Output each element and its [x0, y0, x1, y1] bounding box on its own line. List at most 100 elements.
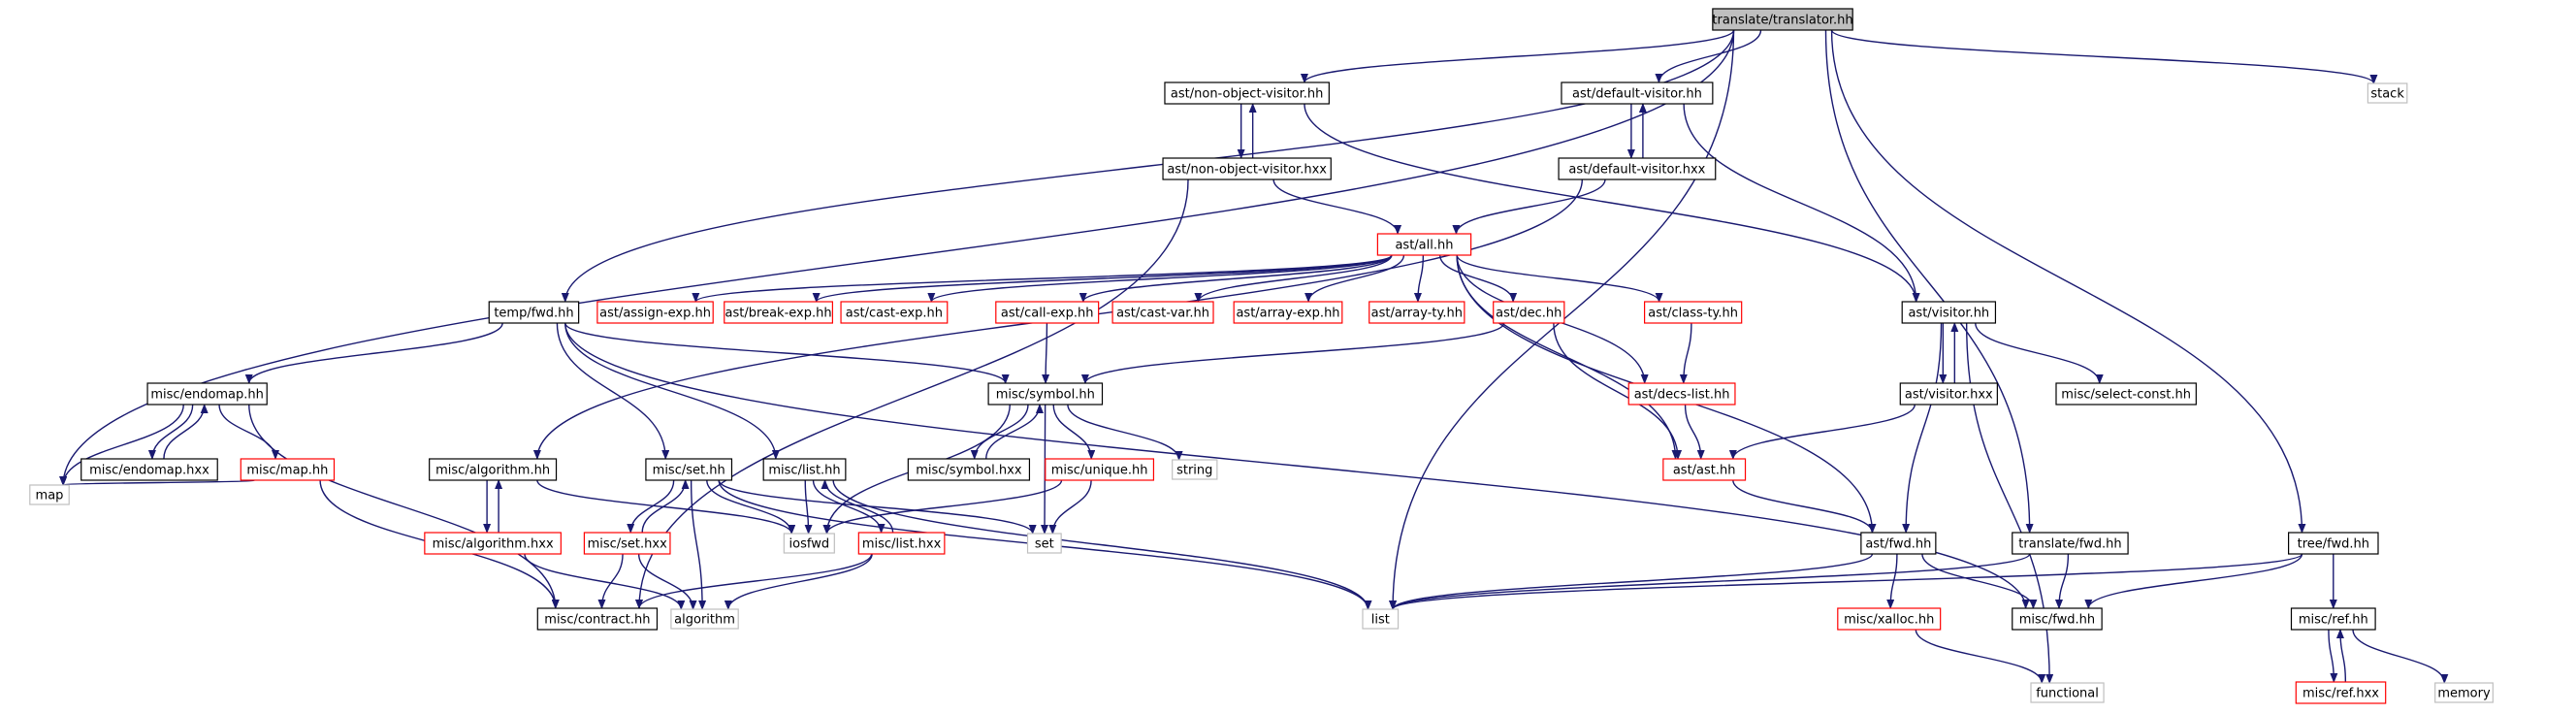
node-box [240, 458, 336, 481]
node-ast-fwd[interactable]: ast/fwd.hh [1860, 532, 1937, 555]
node-all-hh[interactable]: ast/all.hh [1376, 233, 1472, 256]
node-box [840, 301, 949, 324]
node-label: ast/visitor.hxx [1905, 388, 1993, 403]
node-label: ast/assign-exp.hh [599, 307, 711, 321]
edge-list-hxx-to-list-hh [821, 479, 894, 534]
node-endomap-hxx[interactable]: misc/endomap.hxx [80, 458, 218, 481]
node-array-exp[interactable]: ast/array-exp.hh [1233, 301, 1343, 324]
node-functional: functional [2030, 682, 2105, 703]
node-temp-fwd[interactable]: temp/fwd.hh [488, 301, 580, 324]
node-box [1172, 459, 1218, 480]
node-box [724, 301, 833, 324]
edge-all-hh-to-dec-hh [1438, 254, 1518, 303]
node-dv-hxx[interactable]: ast/default-visitor.hxx [1558, 157, 1717, 180]
node-nov-hxx[interactable]: ast/non-object-visitor.hxx [1162, 157, 1332, 180]
edge-root-to-translate-fwd [1824, 29, 2034, 534]
node-dv-hh[interactable]: ast/default-visitor.hh [1561, 81, 1714, 105]
node-set-hxx[interactable]: misc/set.hxx [583, 532, 671, 555]
node-root[interactable]: translate/translator.hh [1712, 8, 1853, 31]
node-memory: memory [2434, 682, 2494, 703]
edge-unique-hh-to-set [1048, 479, 1092, 535]
node-cast-var[interactable]: ast/cast-var.hh [1111, 301, 1214, 324]
edge-list-hh-to-iosfwd [804, 479, 813, 535]
node-label: ast/default-visitor.hh [1572, 87, 1702, 102]
node-tree-fwd[interactable]: tree/fwd.hh [2288, 532, 2379, 555]
node-layer: translate/translator.hhmapast/non-object… [29, 8, 2494, 704]
node-contract[interactable]: misc/contract.hh [536, 607, 659, 631]
node-unique-hh[interactable]: misc/unique.hh [1045, 458, 1155, 481]
node-box [1901, 301, 1997, 324]
node-symbol-hxx[interactable]: misc/symbol.hxx [907, 458, 1031, 481]
node-label: ast/cast-exp.hh [846, 307, 943, 321]
edge-set-hxx-to-contract [597, 553, 624, 609]
node-box [583, 532, 671, 555]
edge-list-hh-to-list [832, 479, 1372, 610]
node-visitor-hxx[interactable]: ast/visitor.hxx [1899, 382, 1998, 406]
node-symbol-hh[interactable]: misc/symbol.hh [987, 382, 1104, 406]
node-box [2290, 607, 2376, 631]
edge-tree-fwd-to-list [1389, 553, 2303, 610]
node-label: ast/all.hh [1395, 239, 1453, 253]
node-label: misc/unique.hh [1051, 464, 1148, 478]
node-box [783, 533, 835, 554]
node-box [1233, 301, 1343, 324]
node-label: misc/algorithm.hxx [433, 537, 554, 552]
node-label: iosfwd [789, 537, 830, 552]
edge-root-to-map [59, 29, 1735, 486]
node-box [1712, 8, 1853, 31]
node-box [429, 458, 558, 481]
node-xalloc[interactable]: misc/xalloc.hh [1837, 607, 1942, 631]
node-label: set [1035, 537, 1054, 552]
node-list-hxx[interactable]: misc/list.hxx [857, 532, 946, 555]
node-box [1558, 157, 1717, 180]
edge-visitor-hxx-to-ast-hh [1728, 404, 1916, 460]
node-set: set [1026, 533, 1062, 554]
edge-symbol-hh-to-string [1067, 404, 1183, 461]
node-visitor-hh[interactable]: ast/visitor.hh [1901, 301, 1997, 324]
node-list-hh[interactable]: misc/list.hh [762, 458, 847, 481]
node-decs-list[interactable]: ast/decs-list.hh [1627, 382, 1736, 406]
node-label: misc/symbol.hh [996, 388, 1095, 403]
node-array-ty[interactable]: ast/array-ty.hh [1368, 301, 1465, 324]
node-class-ty[interactable]: ast/class-ty.hh [1644, 301, 1743, 324]
node-algo-hh[interactable]: misc/algorithm.hh [429, 458, 558, 481]
node-string: string [1172, 459, 1218, 480]
node-algo-hxx[interactable]: misc/algorithm.hxx [424, 532, 562, 555]
node-algorithm: algorithm [670, 608, 739, 630]
node-box [2012, 532, 2129, 555]
edge-class-ty-to-decs-list [1679, 322, 1692, 384]
node-select-const[interactable]: misc/select-const.hh [2055, 382, 2197, 406]
edge-endomap-hh-to-misc-map [218, 404, 279, 460]
node-ast-hh[interactable]: ast/ast.hh [1662, 458, 1747, 481]
node-misc-fwd[interactable]: misc/fwd.hh [2012, 607, 2103, 631]
node-ref-hxx[interactable]: misc/ref.hxx [2295, 681, 2387, 704]
edge-list-hxx-to-algorithm [724, 553, 873, 610]
node-translate-fwd[interactable]: translate/fwd.hh [2012, 532, 2129, 555]
node-set-hh[interactable]: misc/set.hh [645, 458, 733, 481]
node-box [1376, 233, 1472, 256]
node-assign[interactable]: ast/assign-exp.hh [596, 301, 714, 324]
node-label: ast/ast.hh [1673, 464, 1736, 478]
node-nov-hh[interactable]: ast/non-object-visitor.hh [1164, 81, 1330, 105]
node-call-exp[interactable]: ast/call-exp.hh [995, 301, 1100, 324]
node-label: translate/translator.hh [1712, 14, 1852, 28]
node-cast-exp[interactable]: ast/cast-exp.hh [840, 301, 949, 324]
node-label: ast/class-ty.hh [1648, 307, 1738, 321]
edge-algo-hh-to-iosfwd [536, 479, 796, 535]
node-box [1045, 458, 1155, 481]
node-dec-hh[interactable]: ast/dec.hh [1493, 301, 1565, 324]
node-misc-map[interactable]: misc/map.hh [240, 458, 336, 481]
node-endomap-hh[interactable]: misc/endomap.hh [146, 382, 268, 406]
node-label: misc/ref.hh [2299, 613, 2368, 628]
edge-all-hh-to-class-ty [1456, 254, 1663, 303]
node-box [2055, 382, 2197, 406]
node-label: misc/contract.hh [544, 613, 650, 628]
node-box [536, 607, 659, 631]
edge-set-hh-to-set-hxx [627, 479, 675, 534]
node-label: translate/fwd.hh [2018, 537, 2121, 552]
node-break[interactable]: ast/break-exp.hh [724, 301, 833, 324]
node-label: string [1176, 464, 1212, 478]
node-ref-hh[interactable]: misc/ref.hh [2290, 607, 2376, 631]
node-label: ast/decs-list.hh [1634, 388, 1730, 403]
